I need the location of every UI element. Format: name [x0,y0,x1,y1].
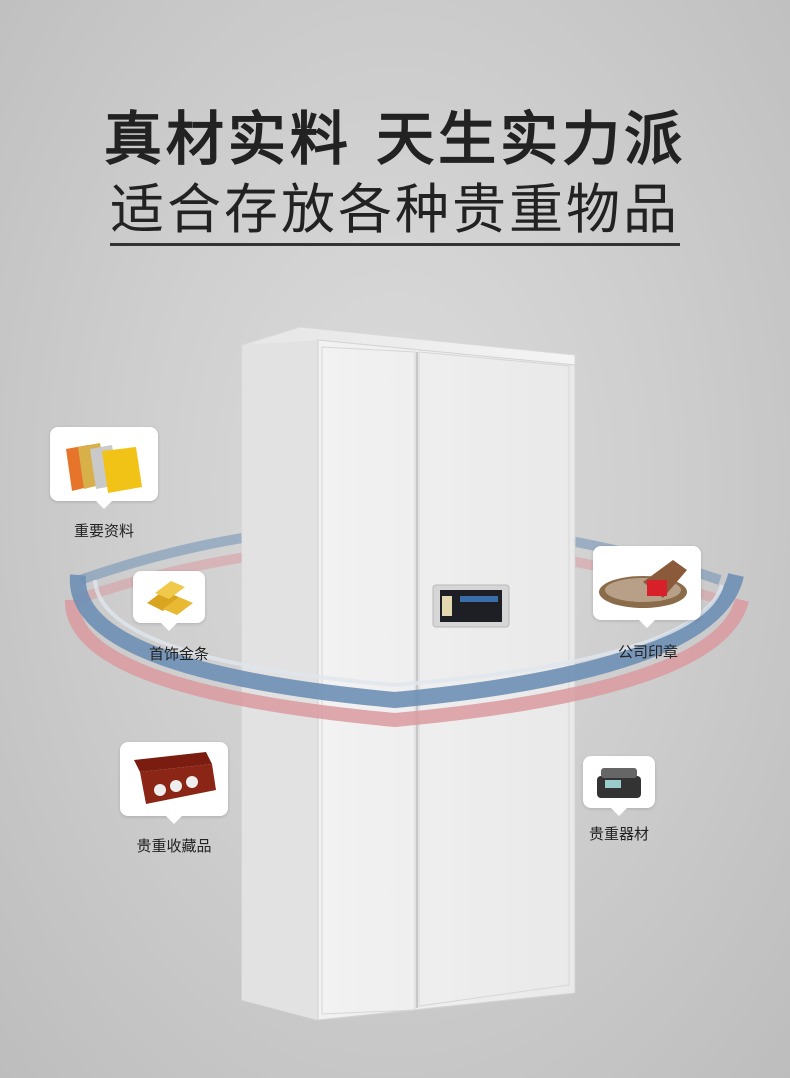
item-label-gold: 首饰金条 [148,645,209,663]
headline-line2-text: 适合存放各种贵重物品 [110,178,680,246]
ring-blue-front [69,572,744,709]
collection-box-icon [134,752,216,804]
item-label-collection: 贵重收藏品 [136,837,212,855]
item-card-collection [120,742,228,824]
headline-line1: 真材实料 天生实力派 [103,105,687,173]
item-label-equipment: 贵重器材 [588,825,649,843]
headline-line2: 适合存放各种贵重物品 [0,165,790,246]
item-label-documents: 重要资料 [73,522,134,540]
item-label-seal: 公司印章 [617,643,678,661]
gold-bars-icon [147,581,193,615]
item-card-seal [593,546,701,628]
item-card-equipment [583,756,655,816]
money-counter-icon [597,768,641,798]
item-card-documents [50,427,158,509]
ring-red-front [64,597,749,728]
seal-stamp-icon [599,560,687,608]
item-card-gold [133,571,205,631]
folders-icon [66,443,142,493]
